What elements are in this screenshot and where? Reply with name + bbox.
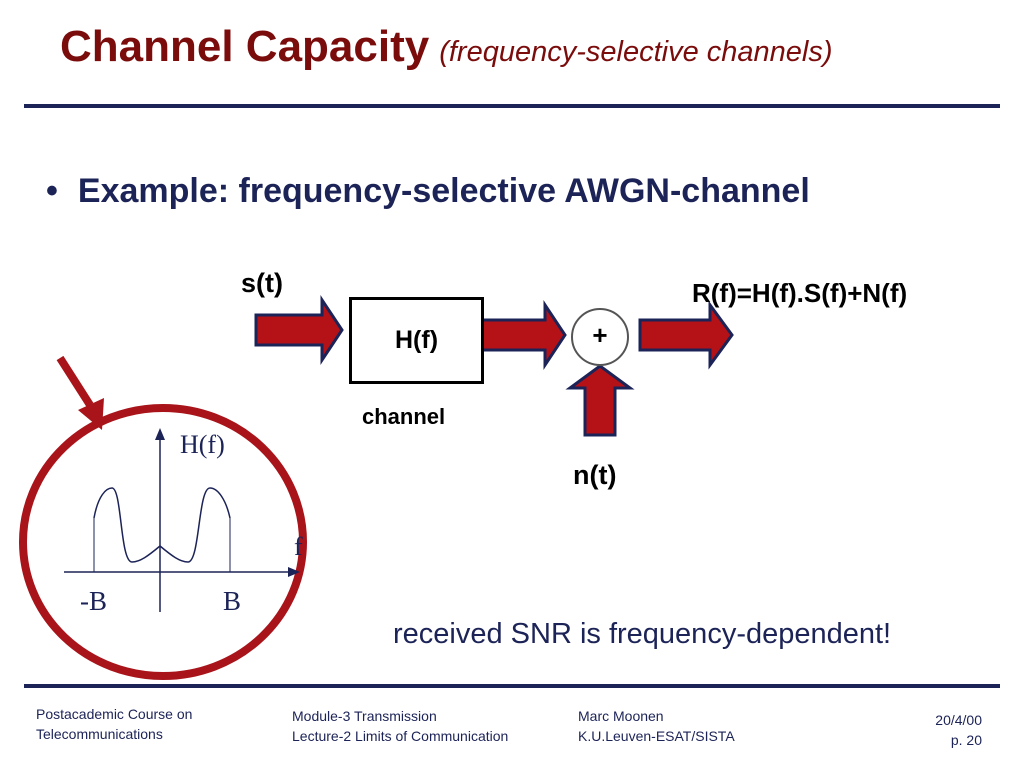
footer-module: Module-3 Transmission Lecture-2 Limits o… bbox=[292, 706, 508, 746]
footer-author-line2: K.U.Leuven-ESAT/SISTA bbox=[578, 728, 735, 744]
highlight-circle bbox=[19, 404, 307, 680]
slide-title: Channel Capacity (frequency-selective cha… bbox=[60, 22, 833, 72]
pointer-arrow-head bbox=[78, 398, 104, 430]
pointer-arrow-shaft bbox=[56, 355, 94, 408]
noise-arrow bbox=[565, 364, 635, 437]
plot-tick-b: B bbox=[223, 586, 242, 616]
channel-block-label: H(f) bbox=[394, 326, 439, 354]
bullet-marker: • bbox=[46, 172, 58, 210]
snr-note: received SNR is frequency-dependent! bbox=[393, 618, 892, 650]
footer-module-line1: Module-3 Transmission bbox=[292, 708, 437, 724]
channel-block: H(f) bbox=[349, 297, 484, 384]
channel-output-arrow bbox=[478, 300, 567, 370]
noise-label: n(t) bbox=[573, 460, 617, 490]
bullet-point: • Example: frequency-selective AWGN-chann… bbox=[46, 172, 810, 211]
input-signal-label: s(t) bbox=[241, 268, 283, 298]
adder-symbol: + bbox=[592, 320, 608, 350]
footer-course-line2: Telecommunications bbox=[36, 726, 163, 742]
title-divider bbox=[24, 104, 1000, 108]
footer-date: 20/4/00 bbox=[935, 712, 982, 728]
footer-divider bbox=[24, 684, 1000, 688]
frequency-response-curve bbox=[93, 487, 231, 563]
plot-tick-minus-b: -B bbox=[80, 586, 107, 616]
title-subtitle: (frequency-selective channels) bbox=[439, 36, 833, 68]
adder-node: + bbox=[571, 308, 629, 366]
input-arrow bbox=[254, 295, 344, 365]
plot-x-label: f bbox=[294, 532, 303, 561]
plot-y-arrowhead bbox=[155, 428, 165, 440]
footer-course: Postacademic Course on Telecommunication… bbox=[36, 704, 192, 744]
footer-author-line1: Marc Moonen bbox=[578, 708, 664, 724]
plot-x-arrowhead bbox=[288, 567, 300, 577]
footer-author: Marc Moonen K.U.Leuven-ESAT/SISTA bbox=[578, 706, 735, 746]
footer-page-number: p. 20 bbox=[950, 732, 982, 748]
output-label: R(f)=H(f).S(f)+N(f) bbox=[692, 278, 908, 308]
title-main: Channel Capacity bbox=[60, 22, 430, 71]
output-arrow bbox=[638, 300, 734, 370]
footer-course-line1: Postacademic Course on bbox=[36, 706, 193, 722]
bullet-text: Example: frequency-selective AWGN-channe… bbox=[77, 172, 810, 210]
channel-caption: channel bbox=[362, 404, 446, 429]
footer-date-page: 20/4/00 p. 20 bbox=[935, 710, 982, 750]
footer-module-line2: Lecture-2 Limits of Communication bbox=[292, 728, 509, 744]
plot-y-label: H(f) bbox=[180, 430, 225, 459]
